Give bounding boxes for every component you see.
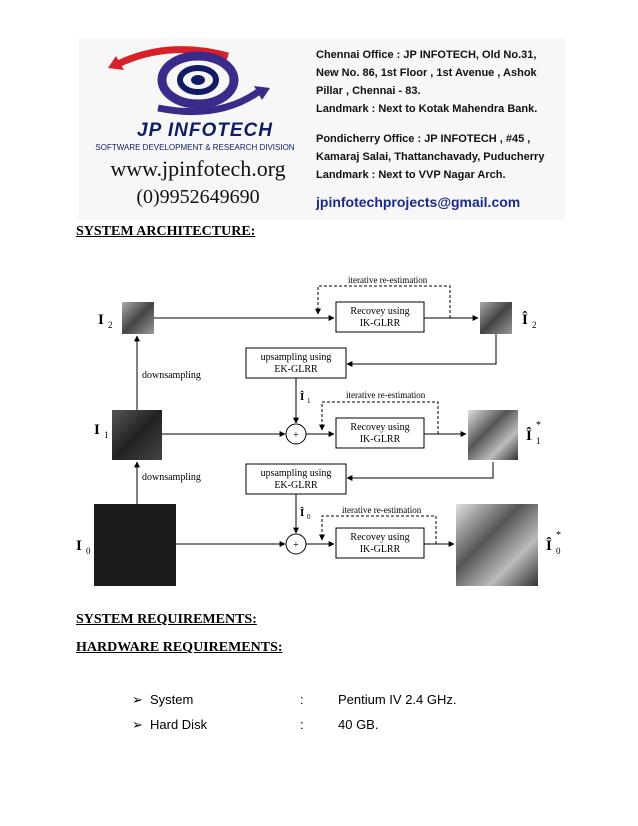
sum-node-bottom-plus: +: [293, 540, 299, 551]
requirement-separator: :: [300, 692, 304, 707]
output-label-i2-sub: 2: [532, 320, 537, 330]
address-line: Chennai Office : JP INFOTECH, Old No.31,: [316, 49, 537, 61]
chennai-office-address: Chennai Office : JP INFOTECH, Old No.31,…: [316, 46, 537, 118]
recovery-top-line2: IK-GLRR: [360, 318, 401, 329]
requirement-label: Hard Disk: [150, 717, 208, 732]
image-i1-thumbnail: [112, 410, 162, 460]
label-i0-sub: 0: [86, 546, 91, 556]
upsampling-box-bottom: [245, 463, 347, 495]
recovery-bottom-line1: Recovey using: [350, 532, 409, 543]
output-label-i2: Î: [522, 311, 528, 328]
requirement-separator: :: [300, 717, 304, 732]
address-line: Pondicherry Office : JP INFOTECH , #45 ,: [316, 133, 531, 145]
output-image-i2-thumbnail: [480, 302, 512, 334]
hat-i0-label: Î: [300, 507, 304, 519]
letterhead-banner: JP INFOTECH SOFTWARE DEVELOPMENT & RESEA…: [78, 38, 565, 220]
label-i0: I: [76, 538, 82, 554]
recovery-box-middle: [335, 417, 425, 449]
output-label-i1-star: *: [536, 420, 541, 431]
output-label-i0: Î: [546, 537, 552, 554]
system-architecture-diagram: I 2 I 1 I 0 downsampling downsampling Re…: [76, 275, 561, 586]
recovery-middle-line2: IK-GLRR: [360, 434, 401, 445]
address-line: Pillar , Chennai - 83.: [316, 85, 421, 97]
sum-node-middle-plus: +: [293, 430, 299, 441]
image-i0-thumbnail: [94, 504, 176, 586]
pondicherry-office-address: Pondicherry Office : JP INFOTECH , #45 ,…: [316, 130, 544, 184]
phone-number: (0)9952649690: [136, 186, 260, 208]
upsampling-box-top: [245, 347, 347, 379]
hardware-requirements-heading: HARDWARE REQUIREMENTS:: [76, 640, 283, 655]
email-link[interactable]: jpinfotechprojects@gmail.com: [316, 194, 521, 210]
address-line: Kamaraj Salai, Thattanchavady, Puducherr…: [316, 151, 545, 163]
bullet-arrow-icon: ➢: [132, 692, 143, 707]
upsampling-top-line1: upsampling using: [261, 352, 332, 363]
upsampling-bottom-line2: EK-GLRR: [274, 480, 318, 491]
output-image-i0-thumbnail: [456, 504, 538, 586]
hat-i1-label: Î: [300, 391, 304, 403]
output-label-i0-sub: 0: [556, 546, 561, 556]
address-line: Landmark : Next to Kotak Mahendra Bank.: [316, 103, 538, 115]
label-i1-sub: 1: [104, 430, 109, 440]
requirement-value: Pentium IV 2.4 GHz.: [338, 692, 457, 707]
iterative-label-top: iterative re-estimation: [348, 275, 428, 285]
downsampling-label-bottom: downsampling: [142, 472, 201, 483]
hat-i0-sub: 0: [307, 513, 311, 521]
jp-infotech-logo-icon: [108, 46, 270, 116]
requirement-label: System: [150, 692, 194, 707]
recovery-middle-line1: Recovey using: [350, 422, 409, 433]
upsampling-bottom-line1: upsampling using: [261, 468, 332, 479]
system-requirements-heading: SYSTEM REQUIREMENTS:: [76, 612, 257, 627]
website-link[interactable]: www.jpinfotech.org: [110, 156, 286, 181]
brand-tagline: SOFTWARE DEVELOPMENT & RESEARCH DIVISION: [95, 143, 295, 152]
image-i2-thumbnail: [122, 302, 154, 334]
iterative-label-bottom: iterative re-estimation: [342, 505, 422, 515]
output-image-i1-thumbnail: [468, 410, 518, 460]
address-line: New No. 86, 1st Floor , 1st Avenue , Ash…: [316, 67, 537, 79]
recovery-top-line1: Recovey using: [350, 306, 409, 317]
output-label-i1: Î: [526, 427, 532, 444]
label-i1: I: [94, 422, 100, 438]
brand-name: JP INFOTECH: [137, 120, 273, 141]
address-line: Landmark : Next to VVP Nagar Arch.: [316, 169, 506, 181]
bullet-arrow-icon: ➢: [132, 717, 143, 732]
hat-i1-sub: 1: [307, 397, 311, 405]
iterative-label-middle: iterative re-estimation: [346, 390, 426, 400]
requirement-value: 40 GB.: [338, 717, 379, 732]
label-i2-sub: 2: [108, 320, 113, 330]
upsampling-top-line2: EK-GLRR: [274, 364, 318, 375]
label-i2: I: [98, 312, 104, 328]
output-label-i1-sub: 1: [536, 436, 541, 446]
recovery-bottom-line2: IK-GLRR: [360, 544, 401, 555]
downsampling-label-top: downsampling: [142, 370, 201, 381]
output-label-i0-star: *: [556, 530, 561, 541]
recovery-box-top: [335, 301, 425, 333]
architecture-heading: SYSTEM ARCHITECTURE:: [76, 224, 256, 239]
recovery-box-bottom: [335, 527, 425, 559]
